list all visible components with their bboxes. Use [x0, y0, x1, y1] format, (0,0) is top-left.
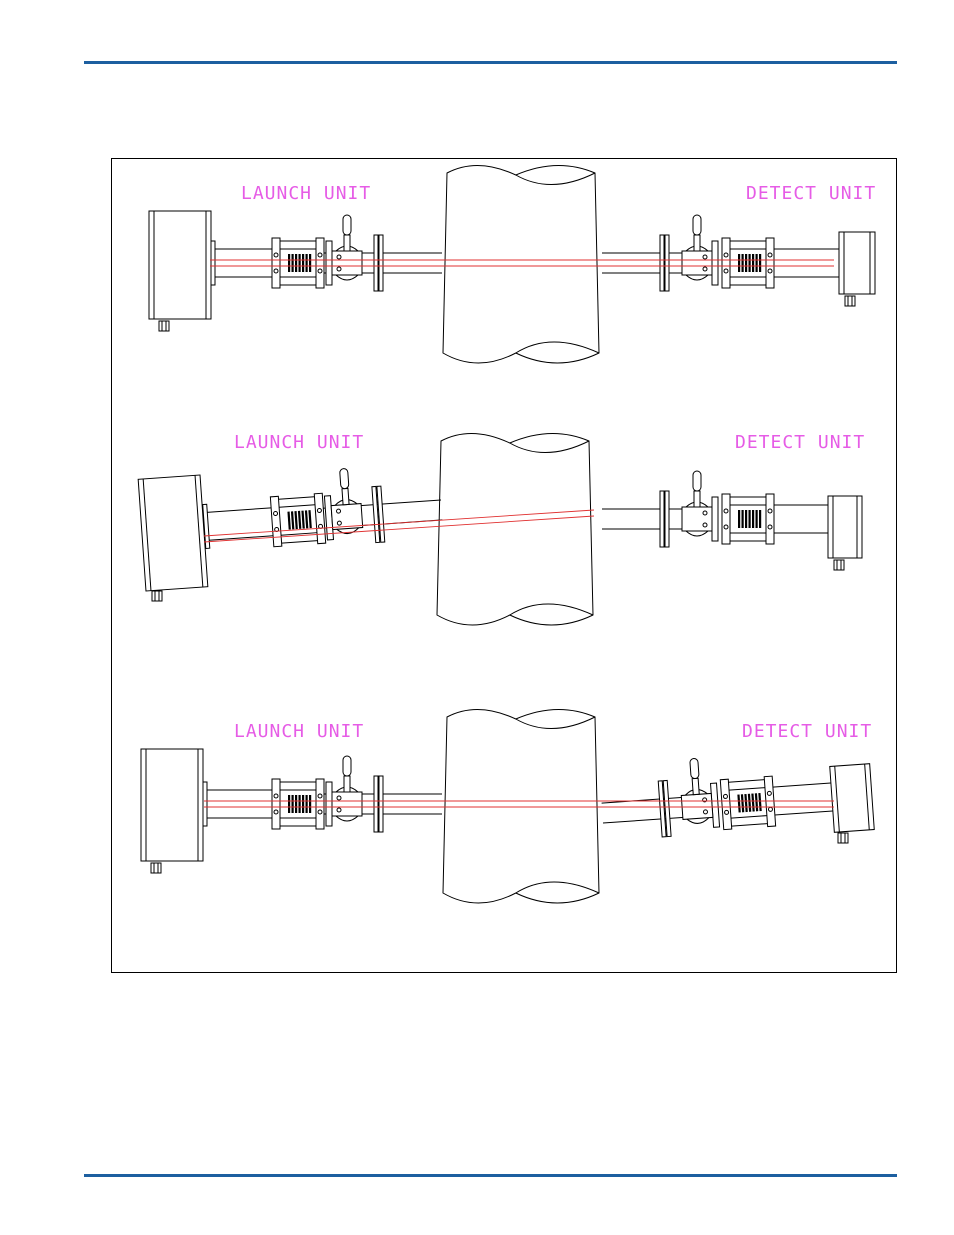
- panel-1-launch-unit: [149, 211, 211, 319]
- panel-3-detect-label: DETECT UNIT: [742, 723, 872, 741]
- panel-1-detect-box-wrap: [839, 232, 875, 294]
- panel-1-detect-assembly: [602, 215, 839, 291]
- panel-3-detect-filter: [720, 776, 775, 830]
- panel-2-detect-label: DETECT UNIT: [735, 434, 865, 452]
- panel-2-detect-unit: [828, 496, 862, 558]
- panel-2-detect-assembly: [602, 471, 828, 547]
- panel-1-launch-box-wrap: [149, 211, 211, 319]
- panel-3-launch-assembly: [203, 756, 442, 832]
- panel-1-detect-filter: [722, 238, 774, 288]
- panel-2-detect-valve: [682, 471, 718, 541]
- panel-1-launch-flange: [374, 235, 383, 291]
- panel-3-launch-flange: [374, 776, 383, 832]
- panel-1-detect-label: DETECT UNIT: [746, 185, 876, 203]
- panel-2: [138, 433, 862, 625]
- panel-3-launch-box-wrap: [141, 749, 203, 861]
- panel-1-detect-flange: [660, 235, 669, 291]
- alignment-drawing: [112, 159, 898, 974]
- footer-rule: [84, 1174, 897, 1177]
- panel-3-launch-filter: [272, 779, 324, 829]
- panel-2-launch-label: LAUNCH UNIT: [234, 434, 364, 452]
- panel-2-process-pipe: [437, 433, 593, 625]
- panel-2-launch-box-wrap: [138, 475, 208, 591]
- panel-3-launch-label: LAUNCH UNIT: [234, 723, 364, 741]
- panel-2-detect-box-wrap: [828, 496, 862, 558]
- panel-1-launch-valve: [326, 215, 362, 285]
- panel-2-launch-filter: [270, 493, 325, 547]
- panel-1-detect-unit: [839, 232, 875, 294]
- panel-1-launch-connector: [159, 321, 169, 331]
- panel-2-launch-flange: [372, 486, 385, 542]
- panel-3-detect-unit: [830, 764, 875, 833]
- panel-2-launch-valve: [323, 468, 364, 540]
- panel-3-process-pipe: [443, 709, 599, 903]
- panel-3-detect-valve: [679, 757, 720, 829]
- panel-1-launch-label: LAUNCH UNIT: [241, 185, 371, 203]
- panel-2-launch-connector: [152, 591, 162, 601]
- panel-3-launch-unit: [141, 749, 203, 861]
- panel-2-detect-connector: [834, 560, 844, 570]
- panel-3-detect-box-wrap: [830, 764, 875, 833]
- panel-1-detect-connector: [845, 296, 855, 306]
- panel-2-detect-filter: [722, 494, 774, 544]
- panel-2-launch-unit: [138, 475, 208, 591]
- alignment-figure: LAUNCH UNIT DETECT UNIT LAUNCH UNIT DETE…: [111, 158, 897, 973]
- panel-1-detect-valve: [682, 215, 718, 285]
- panel-1-launch-filter: [272, 238, 324, 288]
- panel-3-launch-valve: [326, 756, 362, 826]
- panel-3-detect-connector: [838, 833, 848, 843]
- panel-3-launch-connector: [151, 863, 161, 873]
- panel-3-detect-assembly: [599, 749, 834, 841]
- panel-2-launch-assembly: [201, 462, 444, 554]
- panel-1-launch-assembly: [211, 215, 442, 291]
- panel-3-detect-flange: [658, 780, 671, 836]
- header-rule: [84, 61, 897, 64]
- panel-2-detect-flange: [660, 491, 669, 547]
- panel-1-process-pipe: [443, 165, 599, 363]
